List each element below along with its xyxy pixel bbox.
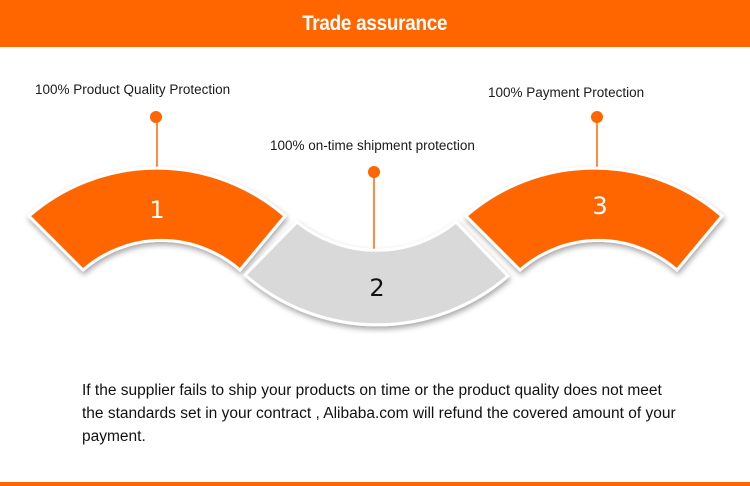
bottom-divider xyxy=(0,482,750,486)
step-3-number: 3 xyxy=(592,192,607,220)
step-1-number: 1 xyxy=(149,196,164,224)
step-2-segment xyxy=(242,219,511,327)
step-3-dot-icon xyxy=(591,111,603,123)
step-1-segment xyxy=(26,166,288,273)
step-3-segment xyxy=(463,166,725,273)
step-1-label: 100% Product Quality Protection xyxy=(35,82,231,97)
description-text: If the supplier fails to ship your produ… xyxy=(82,382,676,445)
step-2-connector xyxy=(368,166,380,249)
page-title: Trade assurance xyxy=(302,11,448,35)
step-1-dot-icon xyxy=(150,111,162,123)
step-3-label: 100% Payment Protection xyxy=(488,85,645,100)
step-1-connector xyxy=(150,111,162,168)
step-2-number: 2 xyxy=(369,274,384,302)
step-2-dot-icon xyxy=(368,166,380,178)
step-3-connector xyxy=(591,111,603,168)
step-2-label: 100% on-time shipment protection xyxy=(270,138,475,153)
header-banner: Trade assurance xyxy=(0,0,750,47)
